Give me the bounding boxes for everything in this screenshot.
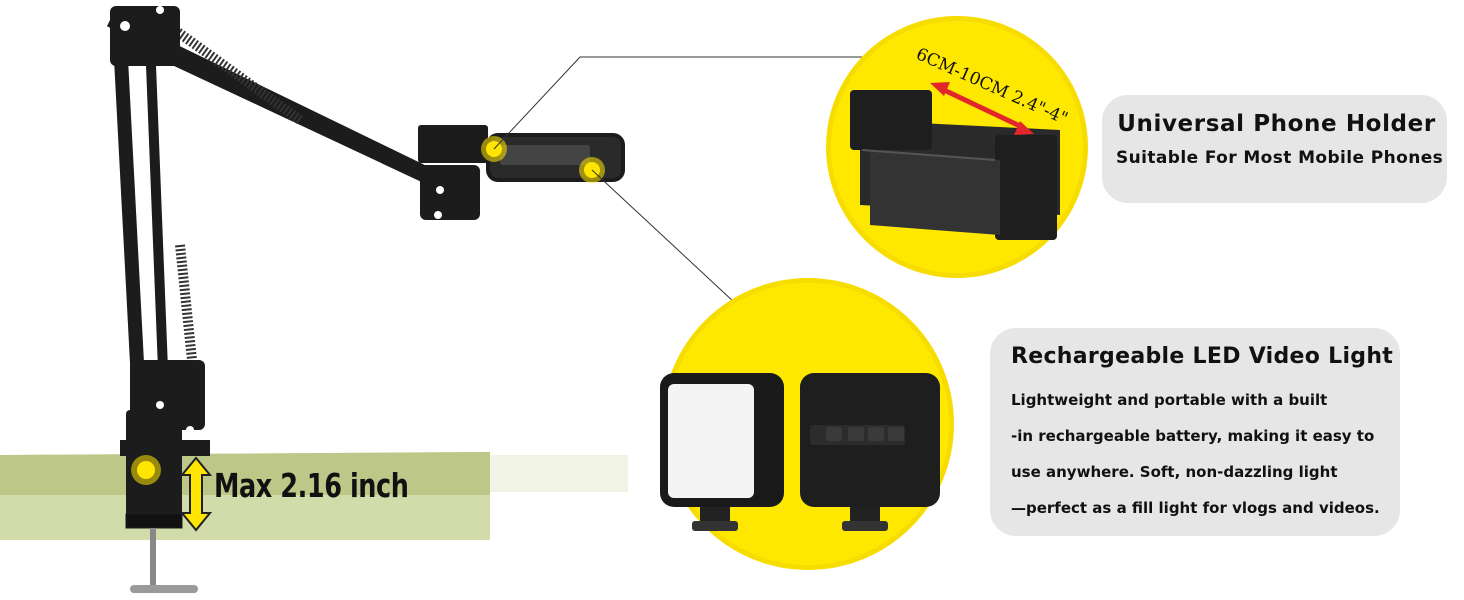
led-light-back-image [800, 373, 940, 531]
highlight-dots [131, 136, 605, 485]
led-light-description: Lightweight and portable with a built -i… [1011, 382, 1390, 526]
phone-holder-title: Universal Phone Holder [1117, 111, 1436, 137]
width-arrow-icon [930, 82, 1034, 135]
led-light-title: Rechargeable LED Video Light [1011, 344, 1394, 369]
led-light-description-line: use anywhere. Soft, non-dazzling light [1011, 463, 1338, 481]
led-light-front-image [660, 373, 784, 531]
phone-holder-subtitle: Suitable For Most Mobile Phones [1116, 148, 1444, 168]
phone-holder-info-card: Universal Phone Holder Suitable For Most… [1102, 95, 1447, 203]
phone-holder-clip-image [850, 90, 1060, 240]
desk-surface [0, 452, 628, 540]
led-light-description-line: -in rechargeable battery, making it easy… [1011, 427, 1375, 445]
led-light-callout [660, 278, 954, 570]
phone-holder-callout: 6CM-10CM 2.4"-4" [826, 16, 1088, 278]
led-light-description-line: —perfect as a fill light for vlogs and v… [1011, 499, 1380, 517]
callout-lines [493, 56, 862, 304]
clamp-height-arrow [179, 456, 213, 532]
led-light-description-line: Lightweight and portable with a built [1011, 391, 1328, 409]
clamp-max-label: Max 2.16 inch [214, 466, 409, 505]
led-light-info-card: Rechargeable LED Video Light Lightweight… [990, 328, 1400, 536]
